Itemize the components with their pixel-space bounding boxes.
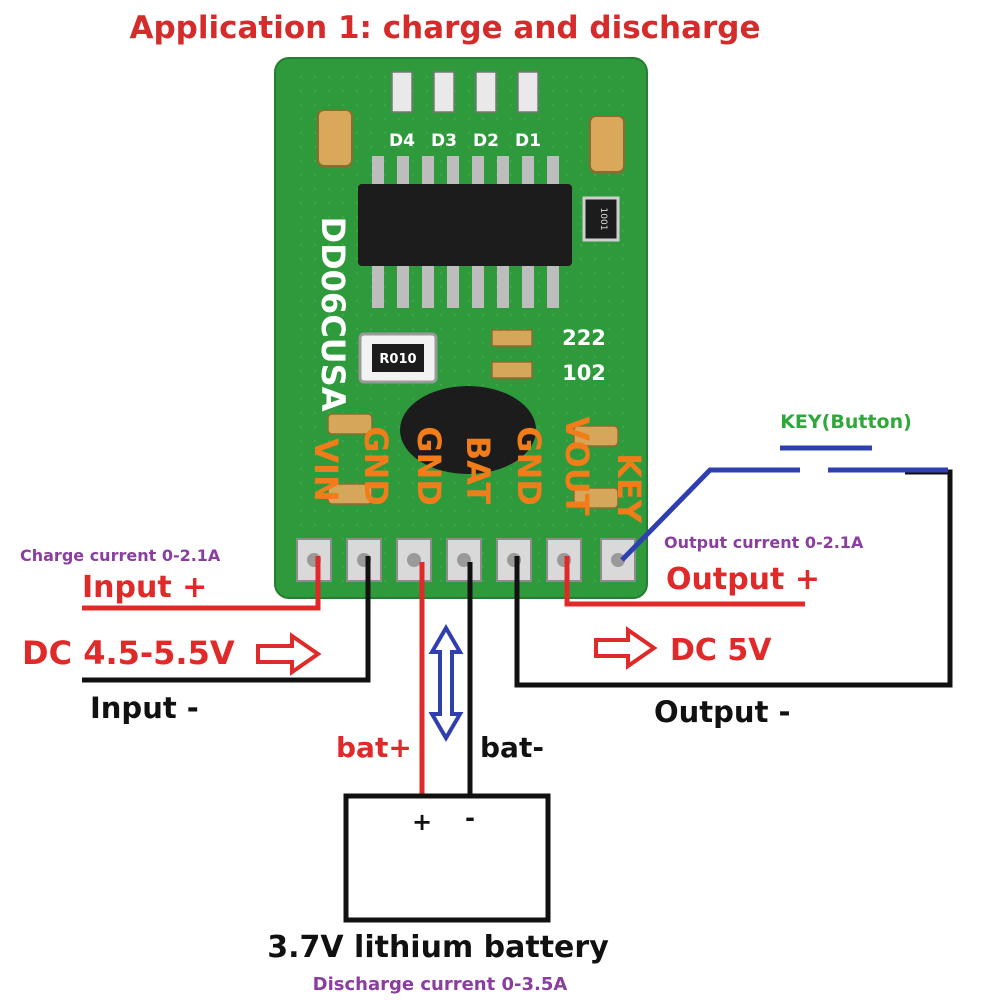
bidirectional-arrow-icon [428, 624, 464, 742]
led-row: D4 D3 D2 D1 [389, 71, 541, 151]
key-button-label: KEY(Button) [780, 411, 912, 433]
battery-plus-sign: + [412, 808, 432, 836]
pin-label-vout: VOUT [558, 416, 596, 515]
output-current-label: Output current 0-2.1A [664, 533, 864, 552]
pin-label-gnd-2: GND [410, 426, 448, 506]
discharge-current-label: Discharge current 0-3.5A [313, 974, 568, 995]
dc-output-label: DC 5V [670, 633, 772, 668]
cap-222 [491, 329, 533, 347]
input-plus-label: Input + [82, 570, 207, 605]
pin-label-key: KEY [610, 453, 648, 524]
pin-pad-bat [446, 538, 482, 582]
wire-output-plus [564, 556, 805, 607]
pcb-board: D4 D3 D2 D1 1001 [274, 57, 648, 599]
led-label-d4: D4 [389, 131, 415, 151]
pad-top-right [589, 115, 625, 173]
led-label-d1: D1 [515, 131, 541, 151]
input-minus-label: Input - [90, 691, 199, 725]
wire-input-minus [82, 556, 371, 683]
battery-minus-sign: - [465, 804, 475, 832]
wire-input-plus [82, 556, 321, 611]
bat-minus-label: bat- [480, 731, 544, 764]
resistor-1001-label: 1001 [598, 208, 608, 231]
battery-label: 3.7V lithium battery [267, 930, 609, 965]
pin-label-gnd-3: GND [510, 426, 548, 506]
pin-header [296, 538, 636, 582]
led-label-d3: D3 [431, 131, 457, 151]
pin-label-gnd-1: GND [357, 426, 395, 506]
led-label-d2: D2 [473, 131, 499, 151]
bat-plus-label: bat+ [336, 731, 412, 764]
input-arrow-icon [256, 632, 322, 676]
pad-top-left [317, 109, 353, 167]
pin-pad-gnd-1 [346, 538, 382, 582]
diagram-title: Application 1: charge and discharge [129, 10, 760, 46]
cap-102 [491, 361, 533, 379]
output-plus-label: Output + [666, 562, 820, 597]
pin-label-vin: VIN [307, 438, 345, 501]
led-d1 [517, 71, 539, 113]
dc-input-label: DC 4.5-5.5V [22, 634, 235, 672]
resistor-r010-label: R010 [379, 352, 416, 367]
led-d3 [433, 71, 455, 113]
cap-102-label: 102 [562, 361, 606, 385]
output-minus-label: Output - [654, 695, 791, 729]
pin-label-bat: BAT [459, 436, 497, 505]
output-arrow-icon [594, 626, 658, 670]
wire-key [620, 467, 800, 562]
resistor-1001 [582, 196, 620, 242]
ic-chip [358, 156, 572, 308]
cap-222-label: 222 [562, 326, 606, 350]
led-d4 [391, 71, 413, 113]
inductor [400, 386, 536, 474]
led-d2 [475, 71, 497, 113]
board-model-label: DD06CUSA [314, 217, 352, 412]
battery-box [343, 793, 551, 923]
charge-current-label: Charge current 0-2.1A [20, 546, 221, 565]
